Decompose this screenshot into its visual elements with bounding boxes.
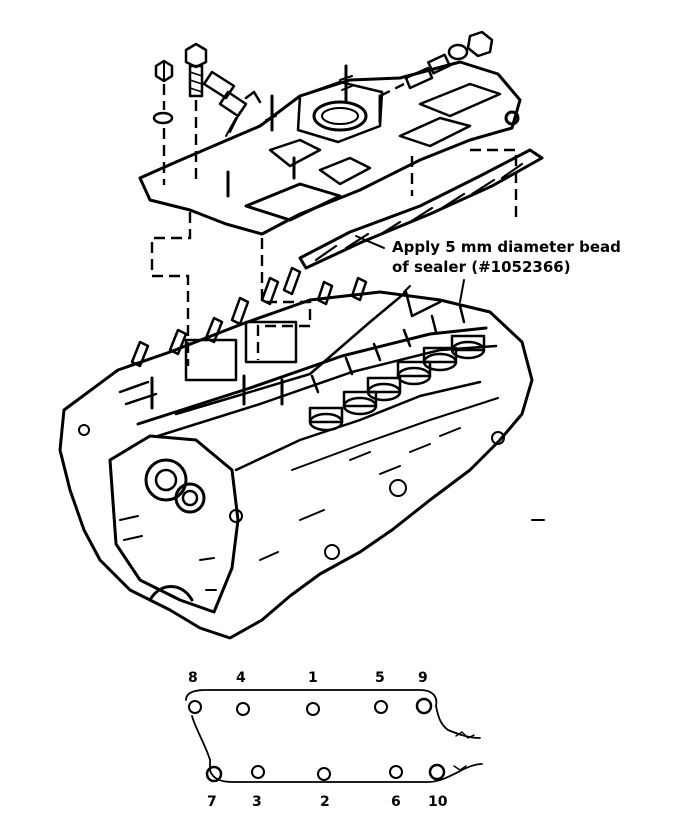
bolt-hole (251, 765, 265, 779)
sequence-number: 2 (320, 794, 330, 810)
bolt-holes (188, 697, 446, 783)
sequence-number: 3 (252, 794, 262, 810)
sealer-callout: Apply 5 mm diameter bead of sealer (#105… (355, 235, 621, 303)
temperature-sensor (202, 70, 262, 137)
sequence-number: 6 (391, 794, 401, 810)
sequence-number: 8 (188, 670, 198, 686)
callout-line-2: of sealer (#1052366) (392, 258, 571, 276)
bolt-hole (415, 697, 433, 715)
bolt-hole (306, 702, 320, 716)
manifold-gasket (244, 148, 544, 270)
bolt-hole (374, 700, 388, 714)
bolt-hole (428, 763, 446, 781)
manifest-bolt (184, 42, 208, 182)
sequence-numbers-bottom: 7 3 2 6 10 (207, 794, 448, 810)
bolt-sequence-diagram: 8 4 1 5 9 7 3 2 6 10 (185, 670, 483, 810)
alignment-lines (150, 148, 518, 366)
bolt-hole (317, 767, 331, 781)
bolt-hole (205, 765, 223, 783)
intake-manifold (138, 60, 522, 236)
bolt-hole (188, 700, 202, 714)
engine-block (58, 266, 545, 640)
valve-springs (308, 304, 486, 432)
sequence-numbers-top: 8 4 1 5 9 (188, 670, 428, 686)
sequence-number: 7 (207, 794, 217, 810)
sequence-number: 5 (375, 670, 385, 686)
sequence-number: 1 (308, 670, 318, 686)
bolt-hole (389, 765, 403, 779)
bolt-hole (236, 702, 250, 716)
sequence-number: 10 (428, 794, 448, 810)
callout-line-1: Apply 5 mm diameter bead (392, 238, 621, 256)
sequence-number: 9 (418, 670, 428, 686)
fastener-stack-left (152, 59, 174, 185)
sequence-number: 4 (236, 670, 246, 686)
